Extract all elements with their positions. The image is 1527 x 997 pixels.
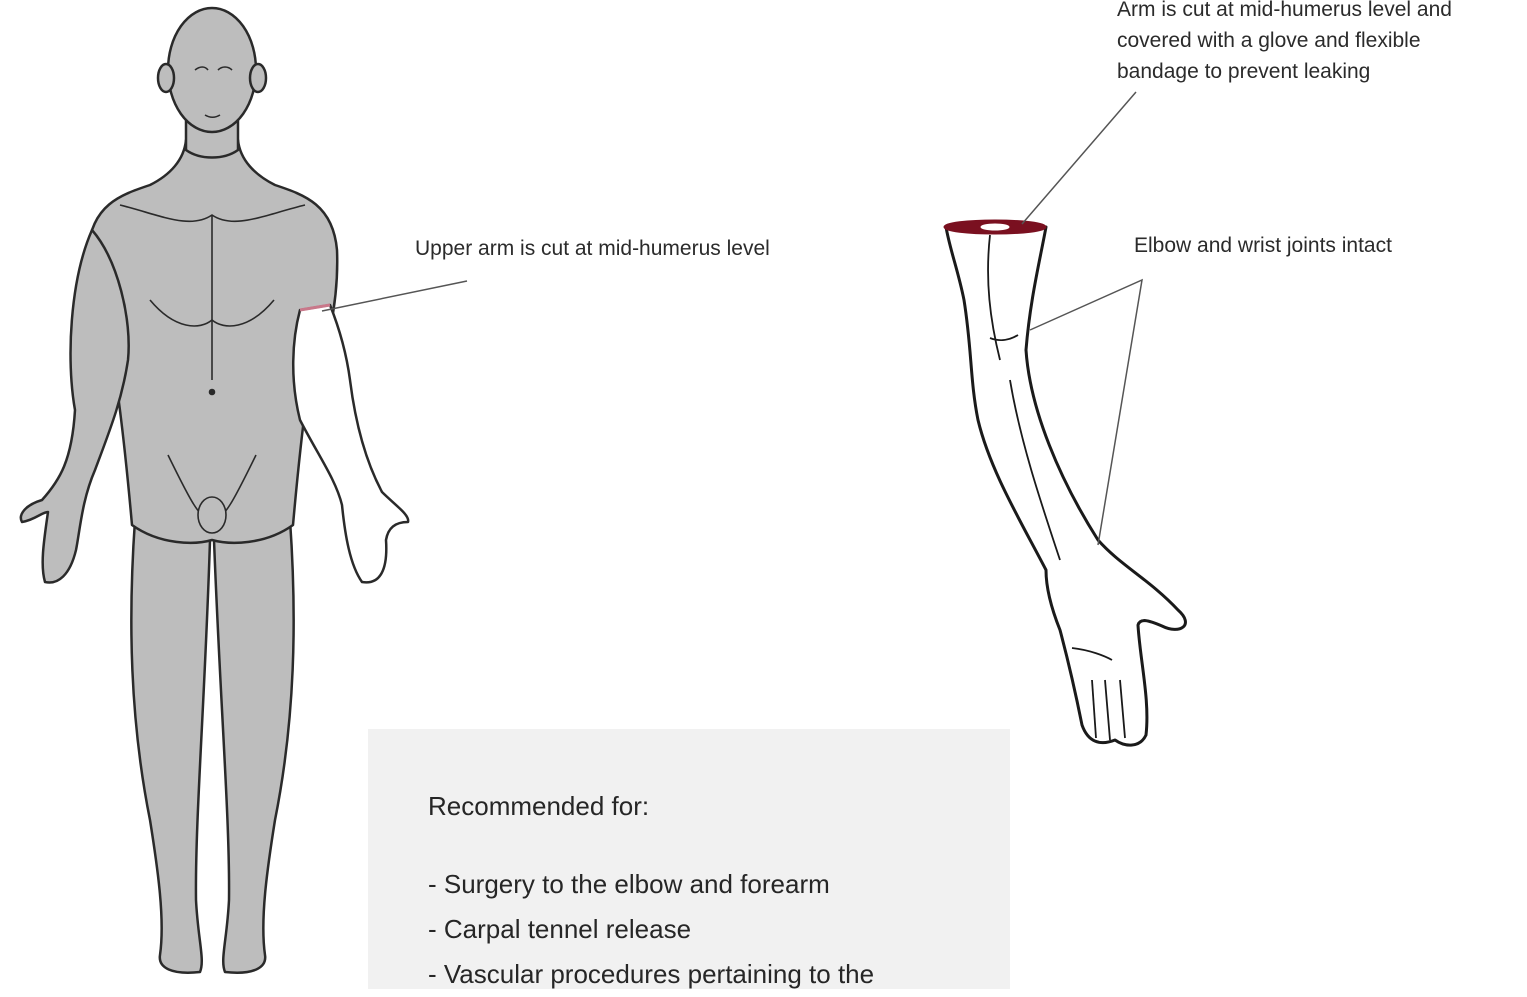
glove-leader-line (1022, 92, 1136, 224)
list-item: - Carpal tennel release (428, 907, 874, 952)
right-ear (250, 64, 266, 92)
isolated-arm-outline (946, 227, 1185, 745)
upper-arm-label: Upper arm is cut at mid-humerus level (415, 233, 770, 264)
joints-intact-label: Elbow and wrist joints intact (1134, 230, 1392, 261)
list-item: - Vascular procedures pertaining to the (428, 952, 874, 997)
recommendations-box: Recommended for: - Surgery to the elbow … (368, 729, 1010, 989)
left-leg (131, 520, 210, 973)
right-arm-cut (293, 305, 408, 582)
glove-label-line: bandage to prevent leaking (1117, 56, 1452, 87)
full-body-figure (21, 8, 408, 973)
left-arm (21, 230, 129, 583)
glove-label-line: Arm is cut at mid-humerus level and (1117, 0, 1452, 25)
recommended-title: Recommended for: (428, 791, 649, 822)
glove-label-line: covered with a glove and flexible (1117, 25, 1452, 56)
upper-arm-leader-line (322, 281, 467, 311)
recommended-list: - Surgery to the elbow and forearm - Car… (428, 862, 874, 997)
bone-section (981, 224, 1009, 230)
isolated-arm (945, 221, 1185, 745)
list-item: - Surgery to the elbow and forearm (428, 862, 874, 907)
left-ear (158, 64, 174, 92)
glove-bandage-label: Arm is cut at mid-humerus level and cove… (1117, 0, 1452, 87)
head (168, 8, 256, 132)
right-leg (214, 520, 294, 973)
